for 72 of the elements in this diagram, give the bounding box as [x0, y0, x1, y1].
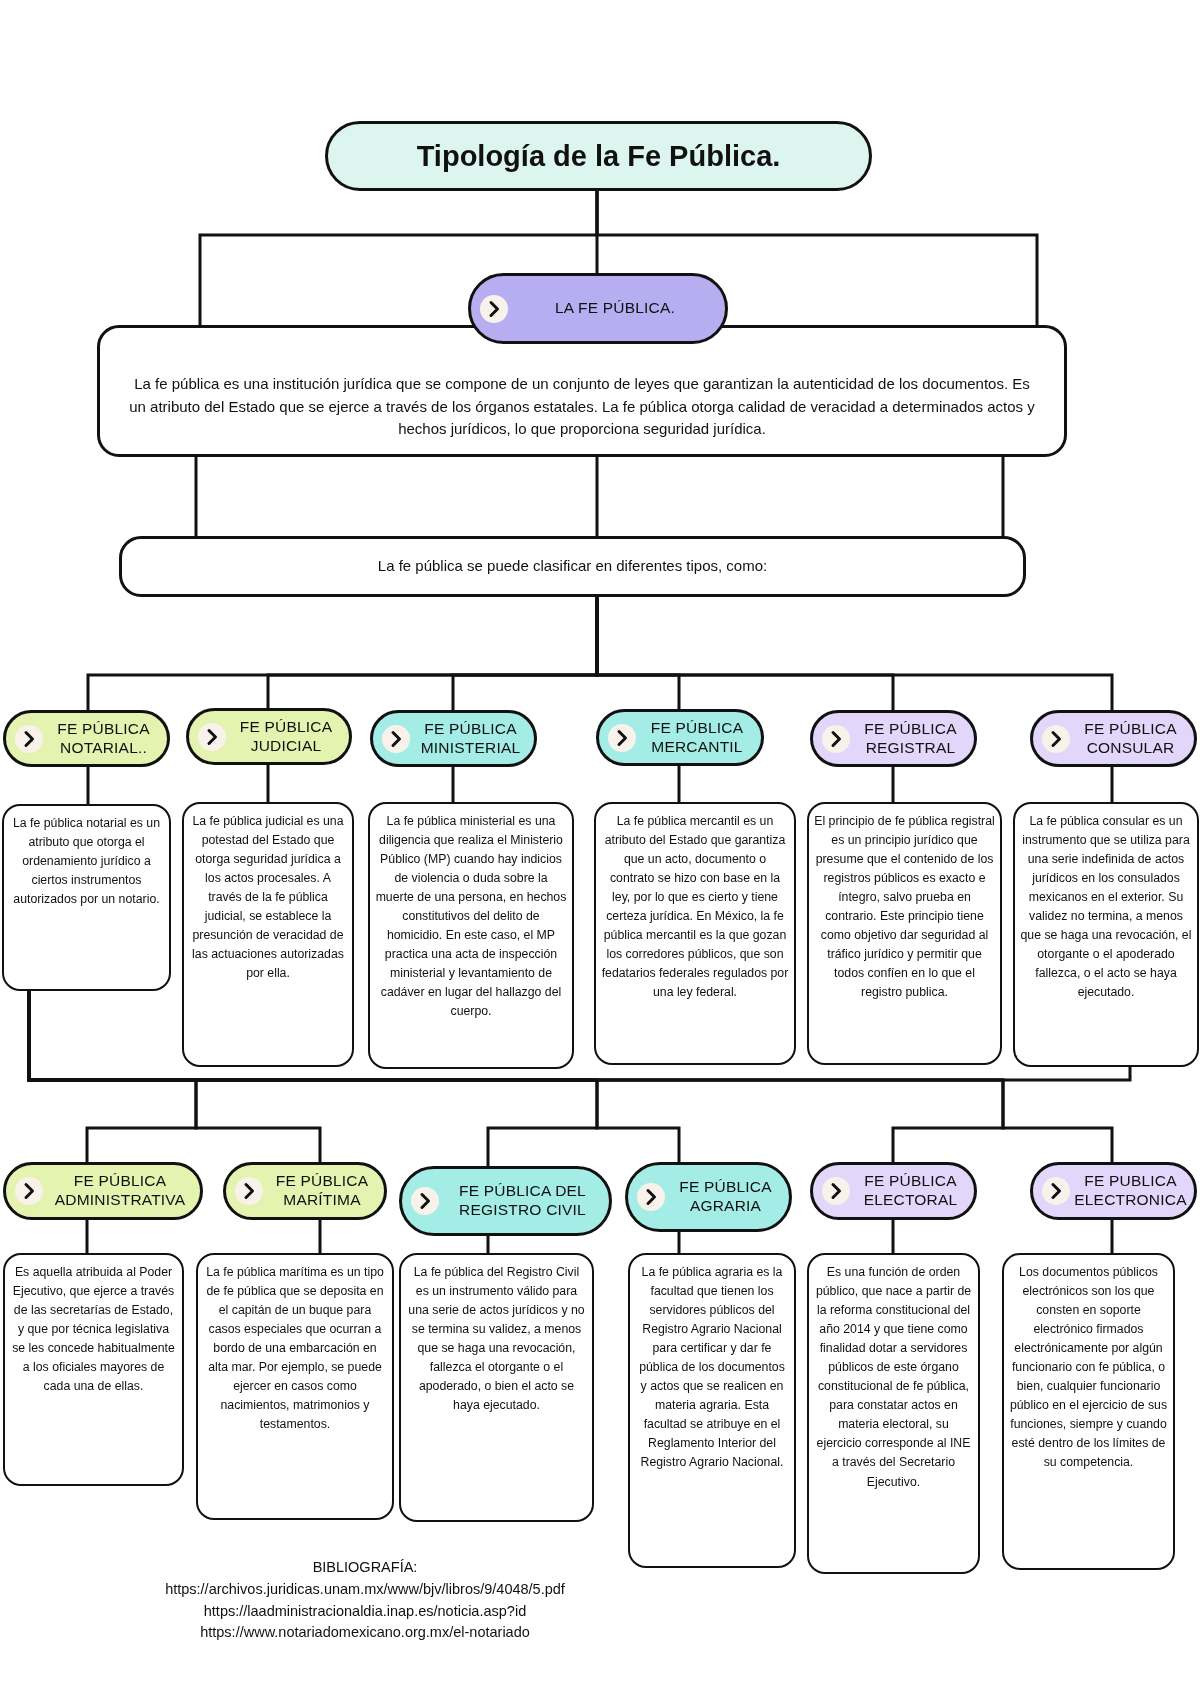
connector-line: [451, 767, 455, 802]
description-text: Es aquella atribuida al Poder Ejecutivo, que ejerce a través de las secretarías de Estado, y que por técnica legislativa se les concede habitualmente a los oficiales mayores de cada una de ellas.: [11, 1264, 176, 1396]
description-box: [182, 802, 354, 1067]
connector-line: [891, 767, 895, 802]
description-box: [1002, 1253, 1175, 1570]
reference-url: https://www.notariadomexicano.org.mx/el-notariado: [199, 1623, 531, 1643]
description-box: [3, 1253, 184, 1486]
category-label: FE PÚBLICA NOTARIAL..: [56, 719, 151, 758]
description-text: Es una función de orden público, que nace a partir de la reforma constitucional del año 2014 y que tiene como finalidad dotar a servidores públicos de este órgano constitucional de fe pública, para constatar actos en materia electoral, su ejercicio corresponde al INE a través del Secretario Ejecutivo.: [814, 1264, 973, 1491]
category-pill: [1030, 1162, 1197, 1220]
connector-line: [595, 191, 1039, 325]
description-box: [2, 804, 171, 991]
connector-line: [86, 767, 90, 804]
category-pill: [3, 710, 170, 767]
category-label: FE PÚBLICA ELECTORAL: [862, 1172, 959, 1210]
category-label: FE PÚBLICA CONSULAR: [1083, 719, 1178, 758]
description-text: Los documentos públicos electrónicos son los que consten en soporte electrónico firmados electrónicamente por algún funcionario con fe pública, o bien, cualquier funcionario público en el ejercicio de sus funciones, siempre y cuando esté dentro de los límites de su competencia.: [1009, 1264, 1168, 1472]
category-label: FE PÚBLICA REGISTRAL: [863, 719, 958, 758]
connector-line: [194, 457, 198, 536]
description-box: [1013, 802, 1199, 1067]
connector-line: [1110, 1220, 1114, 1253]
description-text: La fe pública consular es un instrumento que se utiliza para una serie indefinida de actos jurídicos en los consulados mexicanos en el exterior. Su validez no termina, a menos que se haga una revocación, el otorgante o el apoderado fallezca, o el acto se haya ejecutado.: [1020, 813, 1192, 1002]
connector-line: [1110, 767, 1114, 802]
bibliography-heading: BIBLIOGRAFÍA:: [311, 1558, 419, 1577]
reference-url: https://laadministracionaldia.inap.es/noticia.asp?id: [202, 1601, 528, 1621]
description-text: El principio de fe pública registral es un principio jurídico que presume que el contenido de los registros públicos es exacto e íntegro, salvo prueba en contrario. Este principio tiene como objetivo dar seguridad al tráfico jurídico y permitir que todos confíen en lo que el registro publica.: [814, 813, 995, 1002]
category-pill: [1030, 710, 1197, 767]
category-pill: [810, 1162, 977, 1220]
category-label: FE PÚBLICA DEL REGISTRO CIVIL: [458, 1182, 587, 1220]
category-pill: [370, 710, 537, 767]
connector-line: [677, 766, 681, 802]
description-box: [399, 1253, 594, 1522]
connector-line: [318, 1220, 322, 1253]
connector-line: [595, 457, 599, 536]
body-text: La fe pública se puede clasificar en diferentes tipos, como:: [377, 556, 768, 577]
category-label: LA FE PÚBLICA.: [554, 299, 676, 318]
description-box: [628, 1253, 796, 1568]
description-box: [807, 1253, 980, 1574]
category-label: FE PUBLICA ELECTRONICA: [1073, 1172, 1188, 1210]
description-box: [196, 1253, 394, 1520]
connector-line: [486, 1236, 490, 1253]
description-box: [368, 802, 574, 1069]
category-label: FE PÚBLICA MINISTERIAL: [419, 719, 522, 758]
connector-line: [85, 1220, 89, 1253]
connector-line: [266, 765, 270, 802]
description-text: La fe pública ministerial es una diligencia que realiza el Ministerio Público (MP) cuando hay indicios de violencia o duda sobre la muerte de una persona, en hechos constitutivos del delito de homicidio. En este caso, el MP practica una acta de inspección ministerial y levantamiento de cadáver en lugar del hallazgo del cuerpo.: [375, 813, 567, 1021]
title-text: Tipología de la Fe Pública.: [416, 139, 781, 173]
description-text: La fe pública judicial es una potestad del Estado que otorga seguridad jurídica a los actos procesales. A través de la fe pública judicial, se establece la presunción de veracidad de las actuaciones autorizadas por ella.: [191, 813, 345, 983]
connector-line: [677, 1232, 681, 1253]
description-box: [807, 802, 1002, 1065]
category-label: FE PÚBLICA MARÍTIMA: [274, 1172, 370, 1210]
reference-url: https://archivos.juridicas.unam.mx/www/bjv/libros/9/4048/5.pdf: [164, 1579, 566, 1599]
connector-line: [891, 1220, 895, 1253]
description-text: La fe pública marítima es un tipo de fe pública que se deposita en el capitán de un buque para casos especiales que ocurran a bordo de una embarcación en alta mar. Por ejemplo, se puede ejercer en casos como nacimientos, matrimonios y testamentos.: [205, 1264, 385, 1434]
connector-line: [1001, 457, 1005, 536]
category-pill: [3, 1162, 203, 1220]
description-text: La fe pública agraria es la facultad que tienen los servidores públicos del Registro Agrario Nacional para certificar y dar fe pública de los documentos y actos que se realicen en materia agraria. Esta facultad se atribuye en el Reglamento Interior del Registro Agrario Nacional.: [638, 1264, 786, 1472]
category-pill: [596, 709, 764, 766]
category-pill: [186, 708, 352, 765]
description-text: La fe pública mercantil es un atributo del Estado que garantiza que un acto, documento o contrato se hizo con base en la ley, por lo que es cierto y tiene certeza jurídica. En México, la fe pública mercantil es la que gozan los corredores públicos, que son fedatarios federales regulados por una ley federal.: [601, 813, 789, 1002]
text-box: [119, 536, 1026, 597]
category-label: FE PÚBLICA JUDICIAL: [238, 717, 334, 756]
text-box: [97, 325, 1067, 457]
description-text: La fe pública del Registro Civil es un instrumento válido para una serie de actos jurídicos y no se termina su validez, a menos que se haga una revocación, fallezca el otorgante o el apoderado, o bien el acto se haya ejecutado.: [407, 1264, 586, 1415]
category-label: FE PÚBLICA ADMINISTRATIVA: [53, 1172, 187, 1210]
body-text: La fe pública es una institución jurídica que se compone de un conjunto de leyes que garantizan la autenticidad de los documentos. Es un atributo del Estado que se ejerce a través de los órganos estatales. La fe pública otorga calidad de veracidad a determinados actos y hechos jurídicos, lo que proporciona seguridad jurídica.: [128, 374, 1036, 440]
category-pill: [810, 710, 977, 767]
category-label: FE PÚBLICA MERCANTIL: [649, 718, 745, 757]
description-text: La fe pública notarial es un atributo que otorga el ordenamiento jurídico a ciertos instrumentos autorizados por un notario.: [12, 815, 161, 909]
description-box: [594, 802, 796, 1065]
category-label: FE PÚBLICA AGRARIA: [678, 1178, 773, 1216]
category-pill: [223, 1162, 387, 1220]
